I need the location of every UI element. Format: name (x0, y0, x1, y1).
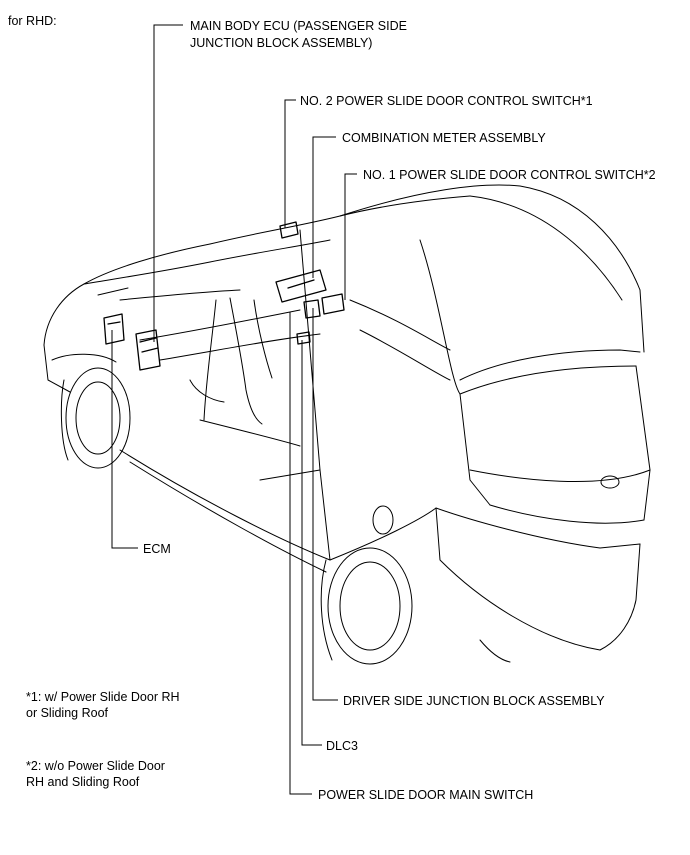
leader-combination-meter (312, 136, 336, 278)
label-dlc3: DLC3 (326, 739, 358, 753)
leader-power-slide-main-switch (289, 312, 312, 795)
footnote-1-line1: *1: w/ Power Slide Door RH (26, 690, 180, 704)
leader-no2-switch (284, 99, 296, 228)
footnote-2-line2: RH and Sliding Roof (26, 775, 140, 789)
component-dlc3 (296, 331, 311, 345)
label-no2-power-slide-door-control-switch: NO. 2 POWER SLIDE DOOR CONTROL SWITCH*1 (300, 94, 593, 108)
leader-driver-side-jb (312, 308, 338, 701)
leader-dlc3 (301, 340, 322, 746)
component-no2-power-slide-switch (279, 221, 299, 239)
label-driver-side-junction-block: DRIVER SIDE JUNCTION BLOCK ASSEMBLY (343, 694, 605, 708)
vehicle-body (43, 184, 651, 663)
front-wheel (60, 367, 131, 469)
header-label: for RHD: (8, 14, 57, 28)
rear-wheel (320, 547, 413, 665)
component-driver-side-jb (303, 299, 321, 319)
label-no1-power-slide-door-control-switch: NO. 1 POWER SLIDE DOOR CONTROL SWITCH*2 (363, 168, 656, 182)
leader-main-body-ecu (153, 24, 183, 342)
component-combination-meter (275, 269, 327, 303)
label-combination-meter-assembly: COMBINATION METER ASSEMBLY (342, 131, 546, 145)
component-no1-power-slide-switch (321, 293, 345, 315)
component-main-body-ecu (135, 329, 161, 371)
label-main-body-ecu-line2: JUNCTION BLOCK ASSEMBLY) (190, 36, 373, 50)
label-ecm: ECM (143, 542, 171, 556)
footnote-1-line2: or Sliding Roof (26, 706, 108, 720)
component-ecm (103, 313, 125, 345)
leader-no1-switch (344, 173, 357, 300)
leader-ecm (111, 330, 138, 549)
label-power-slide-door-main-switch: POWER SLIDE DOOR MAIN SWITCH (318, 788, 534, 802)
leader-lines (111, 24, 357, 795)
label-main-body-ecu-line1: MAIN BODY ECU (PASSENGER SIDE (190, 19, 407, 33)
footnote-2-line1: *2: w/o Power Slide Door (26, 759, 165, 773)
